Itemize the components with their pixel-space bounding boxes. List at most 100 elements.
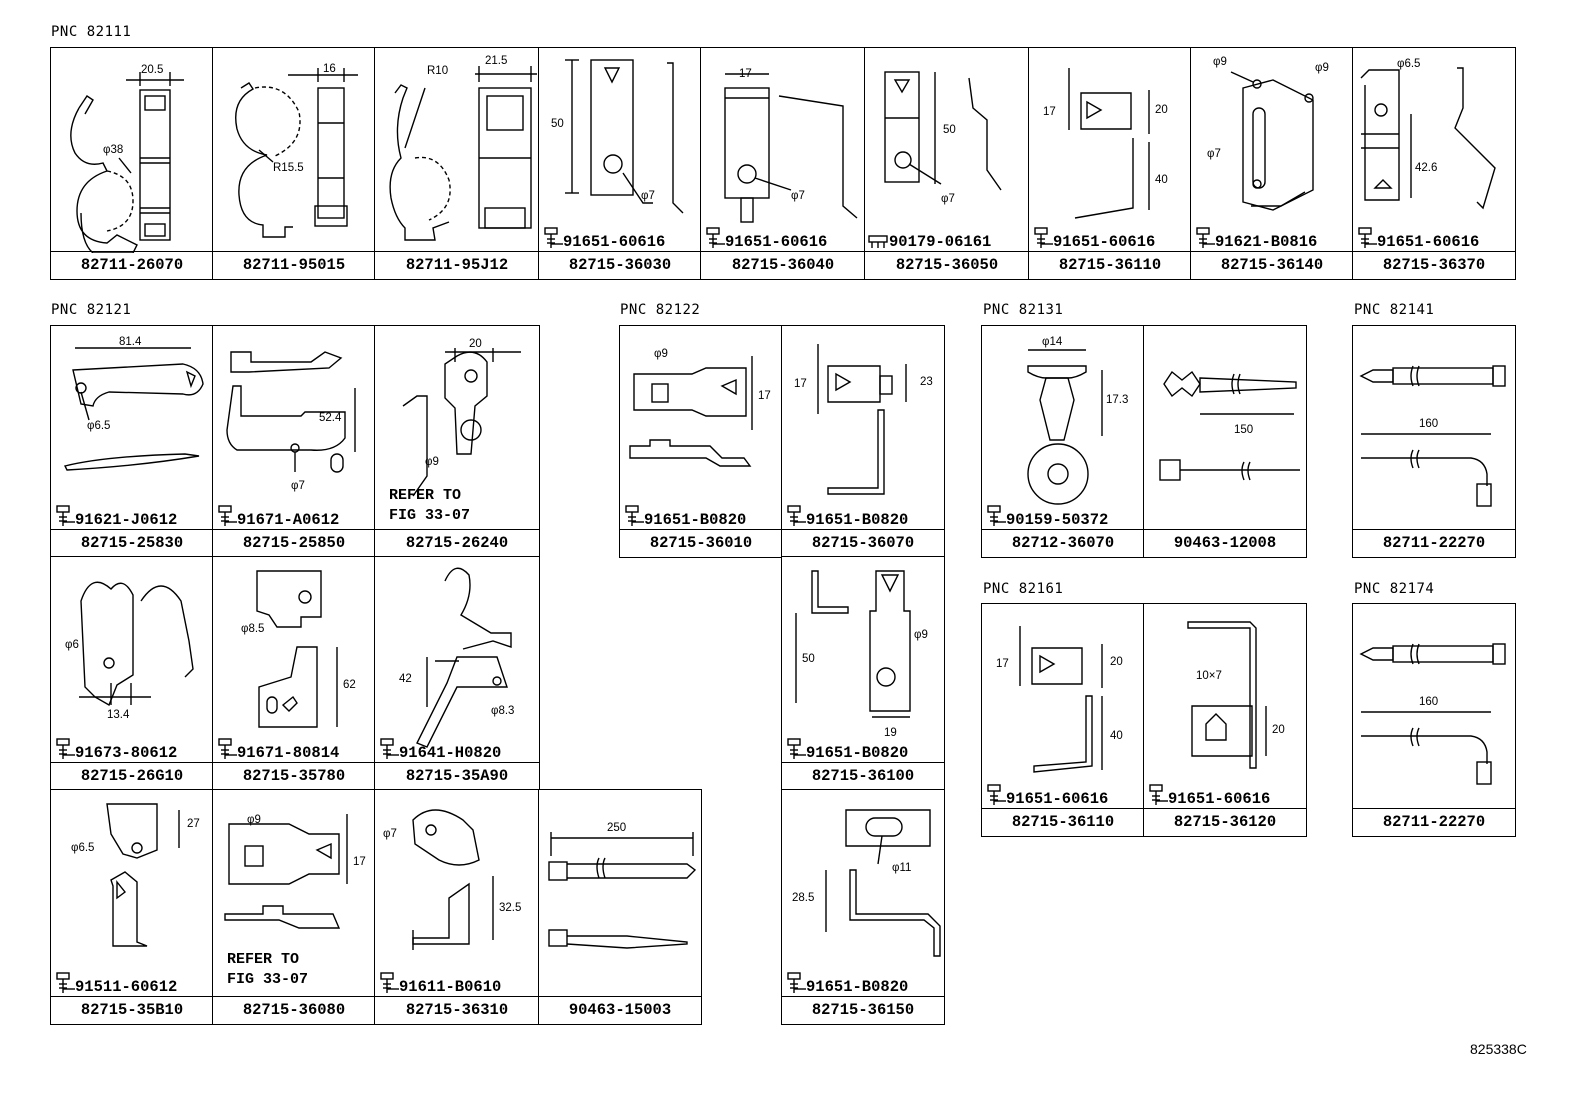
part-number: 82715-36310 [375, 996, 539, 1024]
bolt-icon [787, 738, 806, 759]
dimension-label: 40 [1155, 174, 1168, 186]
fastener-number: 91651-60616 [563, 233, 666, 251]
part-cell[interactable]: φ14 17.3 90159-50372 82712-36070 [981, 325, 1145, 558]
part-cell[interactable]: 10×7 20 91651-60616 82715-36120 [1143, 603, 1307, 837]
dimension-label: φ7 [641, 190, 655, 202]
dimension-label: φ38 [103, 144, 124, 156]
dimension-label: φ7 [291, 480, 305, 492]
dimension-label: R10 [427, 65, 449, 77]
part-cell[interactable]: 16 R15.5 82711-95015 [212, 47, 376, 280]
part-cell[interactable]: 50 φ9 19 91651-B0820 82715-36100 [781, 556, 945, 791]
part-cell[interactable]: φ11 28.5 91651-B0820 82715-36150 [781, 789, 945, 1025]
part-cell[interactable]: φ6 13.4 91673-80612 82715-26G10 [50, 556, 214, 791]
part-cell[interactable]: φ8.5 62 91671-80814 82715-35780 [212, 556, 376, 791]
dimension-label: φ7 [791, 190, 805, 202]
bracket-drawing [1068, 68, 1150, 219]
dimension-label: 17 [739, 68, 752, 80]
part-cell[interactable]: 150 90463-12008 [1143, 325, 1307, 558]
part-cell[interactable]: 160 82711-22270 [1352, 603, 1516, 837]
dimension-label: φ6.5 [71, 842, 95, 854]
dimension-label: 42 [399, 673, 412, 685]
part-cell[interactable]: 17 20 40 91651-60616 82715-36110 [1028, 47, 1192, 280]
fastener-number: 91651-B0820 [806, 978, 909, 996]
bolt-icon [56, 972, 75, 993]
part-number: 90463-15003 [539, 996, 701, 1024]
fastener-number: 91651-B0820 [806, 744, 909, 762]
dimension-label: 28.5 [792, 892, 815, 904]
part-cell[interactable]: 20.5 φ38 82711-26070 [50, 47, 214, 280]
part-cell[interactable]: 42 φ8.3 91641-H0820 82715-35A90 [374, 556, 540, 791]
part-cell[interactable]: 17 φ7 91651-60616 82715-36040 [700, 47, 866, 280]
part-cell[interactable]: 52.4 φ7 91671-A0612 82715-25850 [212, 325, 376, 558]
bracket-drawing [412, 809, 494, 950]
dimension-label: 250 [607, 822, 627, 834]
bolt-icon [56, 505, 75, 526]
dimension-label: φ8.3 [491, 705, 515, 717]
part-number: 82715-35780 [213, 762, 375, 790]
part-cell[interactable]: 50 φ7 90179-06161 82715-36050 [864, 47, 1030, 280]
part-number: 82711-22270 [1353, 808, 1515, 836]
pnc-label-82141: PNC 82141 [1354, 302, 1435, 318]
part-number: 82712-36070 [982, 529, 1144, 557]
fastener: 90179-06161 [867, 224, 991, 250]
dimension-label: 32.5 [499, 902, 522, 914]
dimension-label: φ9 [1213, 56, 1227, 68]
fastener-number: 91651-60616 [1053, 233, 1156, 251]
part-cell[interactable]: 50 φ7 91651-60616 82715-36030 [538, 47, 702, 280]
part-cell[interactable]: 250 90463-15003 [538, 789, 702, 1025]
part-cell[interactable]: 81.4 φ6.5 91621-J0612 82715-25830 [50, 325, 214, 558]
fastener: 91671-80814 [215, 735, 339, 761]
dimension-label: 160 [1419, 696, 1439, 708]
dimension-label: 27 [187, 818, 200, 830]
dimension-label: 16 [323, 63, 336, 75]
fastener-number: 91651-60616 [1168, 790, 1271, 808]
bracket-drawing [226, 351, 356, 473]
part-cell[interactable]: 17 23 91651-B0820 82715-36070 [781, 325, 945, 558]
fastener: 91651-60616 [1146, 781, 1270, 807]
bracket-drawing [106, 803, 180, 947]
part-cell[interactable]: 27 φ6.5 91511-60612 82715-35B10 [50, 789, 214, 1025]
part-number: 82715-36040 [701, 251, 865, 279]
dimension-label: 19 [884, 727, 897, 739]
refer-note: REFER TO FIG 33-07 [227, 951, 309, 988]
fastener-number: 91673-80612 [75, 744, 178, 762]
part-cell[interactable]: φ9 φ9 φ7 91621-B0816 82715-36140 [1190, 47, 1354, 280]
part-number: 82711-95J12 [375, 251, 539, 279]
part-cell[interactable]: φ6.5 42.6 91651-60616 82715-36370 [1352, 47, 1516, 280]
dimension-label: φ7 [941, 193, 955, 205]
dimension-label: 50 [943, 124, 956, 136]
dimension-label: φ9 [425, 456, 439, 468]
dimension-label: 17 [758, 390, 771, 402]
part-cell[interactable]: 20 φ9 REFER TO FIG 33-07 82715-26240 [374, 325, 540, 558]
dimension-label: 50 [551, 118, 564, 130]
part-number: 82715-36070 [782, 529, 944, 557]
bolt-icon [625, 505, 644, 526]
dimension-label: φ7 [383, 828, 397, 840]
fastener-number: 91651-60616 [725, 233, 828, 251]
part-cell[interactable]: φ7 32.5 91611-B0610 82715-36310 [374, 789, 540, 1025]
fastener: 91671-A0612 [215, 502, 339, 528]
part-cell[interactable]: φ9 17 91651-B0820 82715-36010 [619, 325, 783, 558]
dimension-label: φ7 [1207, 148, 1221, 160]
cable-tie-drawing [1359, 365, 1506, 507]
dimension-label: 50 [802, 653, 815, 665]
pnc-label-82174: PNC 82174 [1354, 581, 1435, 597]
part-cell[interactable]: R10 21.5 82711-95J12 [374, 47, 540, 280]
part-number: 82711-26070 [51, 251, 213, 279]
part-cell[interactable]: φ9 17 REFER TO FIG 33-07 82715-36080 [212, 789, 376, 1025]
dimension-label: φ6.5 [87, 420, 111, 432]
part-cell[interactable]: 160 82711-22270 [1352, 325, 1516, 558]
dimension-label: φ9 [654, 348, 668, 360]
clamp-drawing [235, 68, 358, 238]
fastener: 91651-B0820 [784, 735, 908, 761]
bolt-icon [380, 738, 399, 759]
part-number: 82715-36030 [539, 251, 701, 279]
bracket-drawing [565, 59, 684, 214]
dimension-label: φ9 [1315, 62, 1329, 74]
bolt-icon [380, 972, 399, 993]
part-cell[interactable]: 17 20 40 91651-60616 82715-36110 [981, 603, 1145, 837]
fastener: 91651-60616 [1031, 224, 1155, 250]
part-number: 82715-36140 [1191, 251, 1353, 279]
fastener: 91651-B0820 [622, 502, 746, 528]
dimension-label: 20 [469, 338, 482, 350]
